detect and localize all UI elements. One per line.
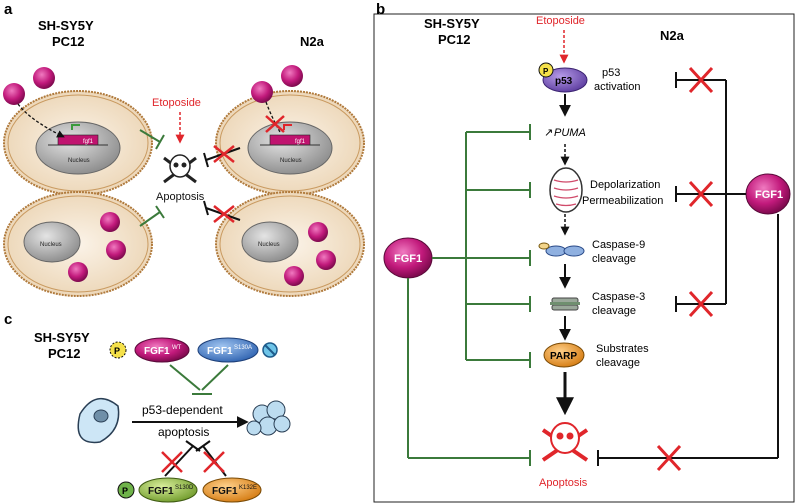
puma-arrow-icon: ↗ bbox=[544, 127, 553, 139]
cell-bottom-left: Nucleus bbox=[3, 191, 153, 297]
pathway-label-1: p53-dependent bbox=[142, 403, 223, 417]
fgf1-molecule bbox=[33, 67, 55, 89]
panel-b-frame bbox=[373, 13, 795, 503]
phospho-dashed-badge: P bbox=[109, 341, 127, 359]
nucleus-label-tl: Nucleus bbox=[68, 158, 90, 164]
panel-a-cells-left2: PC12 bbox=[52, 34, 85, 49]
panel-b-letter: b bbox=[376, 1, 385, 18]
fgf1-molecule bbox=[68, 262, 88, 282]
fgf1-molecule bbox=[316, 250, 336, 270]
phospho-label-c2: P bbox=[122, 486, 128, 496]
blocked-phospho-icon bbox=[262, 342, 278, 358]
p53-node bbox=[542, 67, 588, 93]
panel-c-cells-left2: PC12 bbox=[48, 346, 81, 361]
phospho-label-c1: P bbox=[114, 346, 120, 356]
substrates-label-2: cleavage bbox=[596, 357, 640, 369]
phospho-badge: P bbox=[117, 481, 135, 499]
panel-b-cells-left2: PC12 bbox=[438, 32, 471, 47]
fgf1-s130d-label: FGF1 bbox=[148, 486, 174, 497]
panel-a-letter: a bbox=[4, 1, 13, 18]
caspase3-icon bbox=[550, 297, 580, 311]
fgf1-left-label: FGF1 bbox=[394, 253, 422, 265]
fgf1-molecule bbox=[3, 83, 25, 105]
inhibit-line bbox=[139, 211, 161, 227]
caspase9-label-2: cleavage bbox=[592, 253, 636, 265]
etoposide-label-a: Etoposide bbox=[152, 97, 201, 109]
caspase3-label-2: cleavage bbox=[592, 305, 636, 317]
fgf1-right-node: FGF1 bbox=[745, 173, 791, 215]
substrates-label-1: Substrates bbox=[596, 343, 649, 355]
fgf1-s130a-label: FGF1 bbox=[207, 346, 233, 357]
panel-c-cells-left: SH-SY5Y bbox=[34, 330, 90, 345]
fgf1-wt-label: FGF1 bbox=[144, 346, 170, 357]
fgf1-s130a-badge: FGF1 S130A bbox=[197, 337, 259, 363]
fgf1-molecule bbox=[251, 81, 273, 103]
p53-label: p53 bbox=[555, 76, 573, 87]
etoposide-label-b: Etoposide bbox=[536, 15, 585, 27]
cell-top-right: fgf1 Nucleus bbox=[215, 65, 365, 196]
puma-label: PUMA bbox=[554, 127, 586, 139]
panel-b-cells-right: N2a bbox=[660, 28, 685, 43]
nucleus-label-tr: Nucleus bbox=[280, 158, 302, 164]
fgf1-k132e-label: FGF1 bbox=[212, 486, 238, 497]
fgf1-s130a-sup: S130A bbox=[234, 345, 252, 351]
p53-phospho-label: P bbox=[543, 67, 549, 76]
apoptotic-cell-icon bbox=[246, 400, 291, 436]
apoptosis-label-b: Apoptosis bbox=[539, 477, 588, 489]
mitochondrion-icon bbox=[549, 167, 583, 213]
fgf1-s130d-badge: FGF1 S130D bbox=[138, 477, 198, 503]
fgf1-molecule bbox=[100, 212, 120, 232]
inhibit-line bbox=[139, 129, 161, 143]
skull-icon bbox=[163, 154, 197, 184]
panel-a-cells-left: SH-SY5Y bbox=[38, 18, 94, 33]
parp-label: PARP bbox=[550, 351, 577, 362]
fgf1-inhibition-bus bbox=[407, 124, 531, 466]
fgf1-blocked-bus bbox=[597, 72, 779, 466]
fgf1-molecule bbox=[284, 266, 304, 286]
fgf1-left-node: FGF1 bbox=[383, 237, 433, 279]
gene-label-tr: fgf1 bbox=[295, 139, 306, 145]
nucleus-label-bl: Nucleus bbox=[40, 242, 62, 248]
depolarization-label: Depolarization bbox=[590, 179, 660, 191]
fgf1-k132e-badge: FGF1 K132E bbox=[202, 477, 262, 503]
fgf1-wt-badge: FGF1 WT bbox=[134, 337, 190, 363]
fgf1-molecule bbox=[281, 65, 303, 87]
fgf1-right-label: FGF1 bbox=[755, 189, 783, 201]
cell-top-left: fgf1 Nucleus bbox=[3, 67, 153, 196]
panel-b-cells-left: SH-SY5Y bbox=[424, 16, 480, 31]
apoptosis-label-a: Apoptosis bbox=[156, 191, 205, 203]
p53-activation-2: activation bbox=[594, 81, 640, 93]
caspase3-label-1: Caspase-3 bbox=[592, 291, 645, 303]
fgf1-wt-sup: WT bbox=[172, 345, 182, 351]
pathway-label-2: apoptosis bbox=[158, 425, 209, 439]
caspase9-icon bbox=[538, 242, 585, 257]
gene-label-tl: fgf1 bbox=[83, 139, 94, 145]
fgf1-k132e-sup: K132E bbox=[239, 485, 257, 491]
fgf1-molecule bbox=[106, 240, 126, 260]
parp-node: PARP bbox=[543, 342, 585, 368]
blocked-x-marks bbox=[656, 66, 714, 472]
apoptosis-skull-icon bbox=[541, 422, 589, 462]
fgf1-s130d-sup: S130D bbox=[175, 485, 194, 491]
panel-c-letter: c bbox=[4, 311, 12, 328]
permeabilization-label: Permeabilization bbox=[582, 195, 663, 207]
p53-activation-1: p53 bbox=[602, 67, 620, 79]
fgf1-molecule bbox=[308, 222, 328, 242]
panel-a-cells-right: N2a bbox=[300, 34, 325, 49]
cell-bottom-right: Nucleus bbox=[215, 191, 365, 297]
nucleus-label-br: Nucleus bbox=[258, 242, 280, 248]
caspase9-label-1: Caspase-9 bbox=[592, 239, 645, 251]
